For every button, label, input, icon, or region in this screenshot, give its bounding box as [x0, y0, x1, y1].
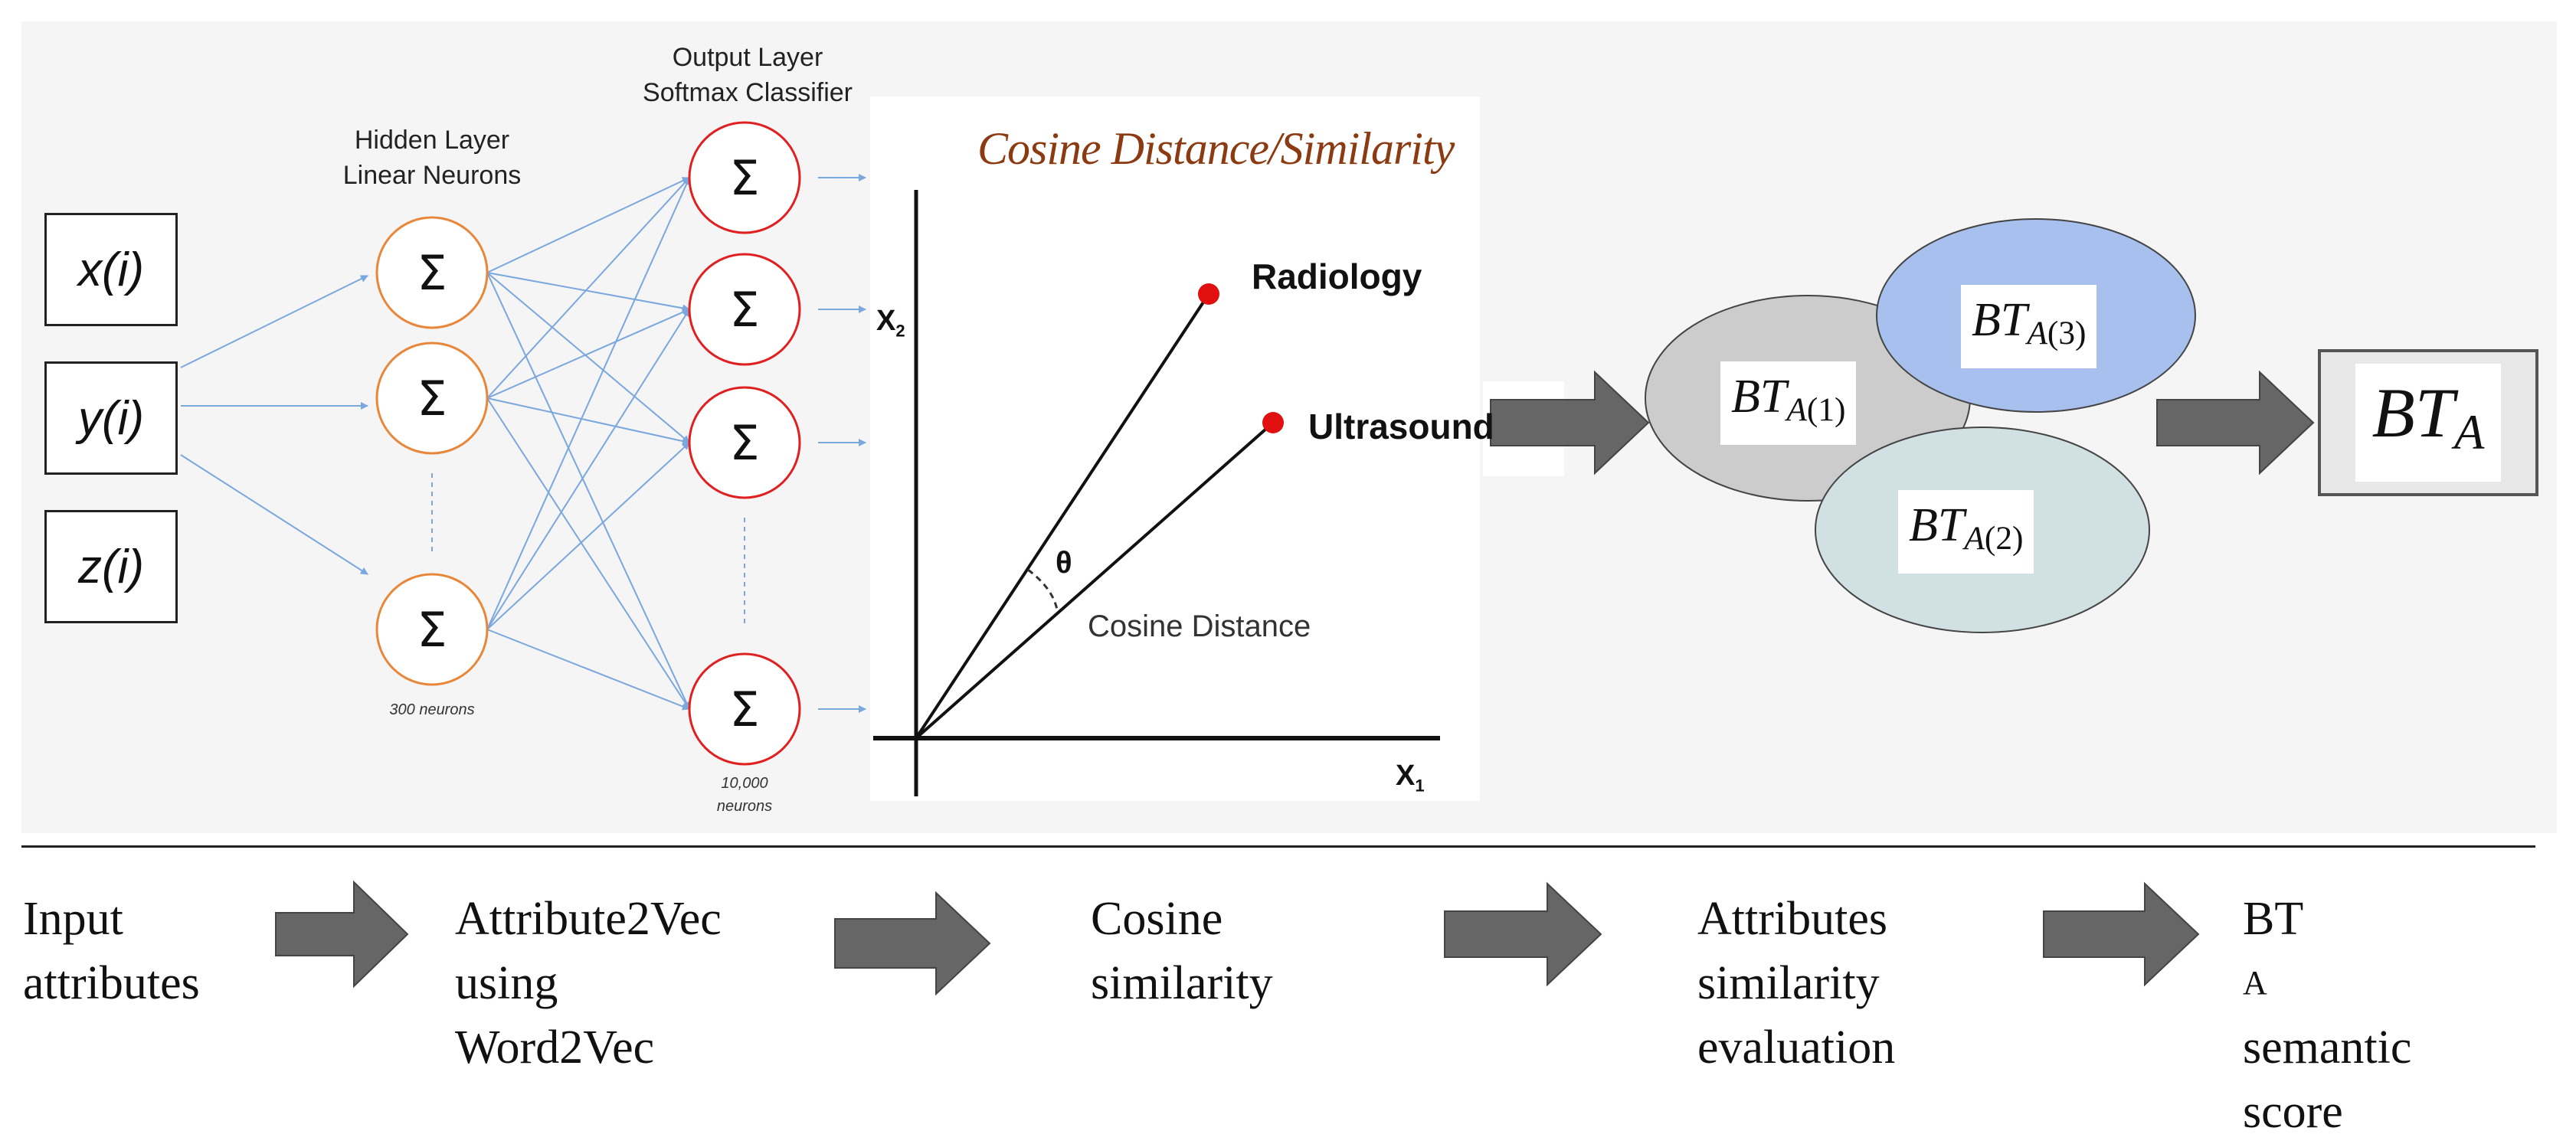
- hidden-output-connection: [486, 309, 690, 630]
- output-layer-label: Output Layer Softmax Classifier: [643, 43, 853, 107]
- hidden-output-connection: [486, 629, 690, 711]
- ultrasound-point: [1262, 412, 1284, 433]
- sigma-symbol: Σ: [729, 415, 759, 471]
- result-box: BTA: [2318, 349, 2538, 496]
- flow-arrow-step-3: [1444, 881, 1602, 987]
- cosine-distance-label: Cosine Distance: [1088, 610, 1311, 643]
- set-label-a2: BTA(2): [1898, 490, 2034, 574]
- x-axis-label: X1: [1396, 760, 1425, 796]
- output-neuron-count: 10,000 neurons: [716, 775, 773, 815]
- flow-arrow-step-2: [834, 891, 991, 996]
- hidden-output-connection: [486, 397, 690, 710]
- sigma-symbol: Σ: [417, 371, 447, 427]
- hidden-output-connection: [486, 177, 690, 273]
- hidden-neuron-count: 300 neurons: [389, 701, 475, 718]
- angle-symbol: θ: [1056, 546, 1072, 580]
- neurons: Σ Σ Σ Σ Σ Σ Σ: [375, 121, 801, 766]
- result-label: BTA: [2355, 363, 2502, 482]
- hidden-output-connection: [486, 272, 690, 443]
- y-axis-label: X2: [876, 305, 905, 341]
- input-x: x(i): [44, 213, 178, 326]
- hidden-output-connection: [486, 177, 690, 399]
- connections: [180, 174, 866, 713]
- set-label-a1: BTA(1): [1720, 361, 1857, 445]
- sigma-symbol: Σ: [417, 602, 447, 658]
- hidden-layer-label: Hidden Layer Linear Neurons: [342, 126, 522, 190]
- output-neuron: [688, 386, 801, 499]
- hidden-neuron: [375, 342, 489, 455]
- radiology-point: [1198, 283, 1219, 305]
- ultrasound-label: Ultrasound: [1308, 407, 1494, 446]
- cosine-title: Cosine Distance/Similarity: [977, 123, 1455, 174]
- flow-arrow-step-1: [275, 880, 409, 989]
- hidden-output-connection: [486, 442, 690, 630]
- input-z: z(i): [44, 510, 178, 623]
- flow-arrow-step-4: [2043, 881, 2200, 987]
- section-divider: [21, 845, 2535, 848]
- flow-arrow-top-2: [2156, 370, 2315, 476]
- flow-arrow-top-1: [1490, 370, 1650, 476]
- cosine-plot-panel: [870, 96, 1480, 801]
- hidden-neuron: [375, 573, 489, 686]
- set-label-a3: BTA(3): [1961, 285, 2097, 368]
- ultrasound-vector: [915, 421, 1275, 740]
- sigma-symbol: Σ: [729, 150, 759, 206]
- hidden-output-connection: [486, 177, 690, 630]
- hidden-output-connection: [486, 309, 690, 399]
- radiology-label: Radiology: [1252, 257, 1422, 296]
- sigma-symbol: Σ: [729, 681, 759, 737]
- hidden-output-connection: [486, 272, 690, 710]
- diagram-canvas: θ Σ Σ Σ Σ Σ Σ Σ: [180, 96, 2315, 996]
- output-neuron: [688, 253, 801, 366]
- radiology-vector: [915, 293, 1210, 740]
- hidden-output-connection: [486, 272, 690, 312]
- input-y: y(i): [44, 361, 178, 475]
- input-connection: [180, 275, 368, 368]
- sigma-symbol: Σ: [729, 282, 759, 338]
- output-neuron: [688, 121, 801, 234]
- hidden-output-connection: [486, 397, 690, 445]
- input-connection: [180, 454, 368, 575]
- output-neuron: [688, 652, 801, 766]
- angle-arc: [1027, 568, 1059, 610]
- sigma-symbol: Σ: [417, 245, 447, 301]
- hidden-neuron: [375, 216, 489, 329]
